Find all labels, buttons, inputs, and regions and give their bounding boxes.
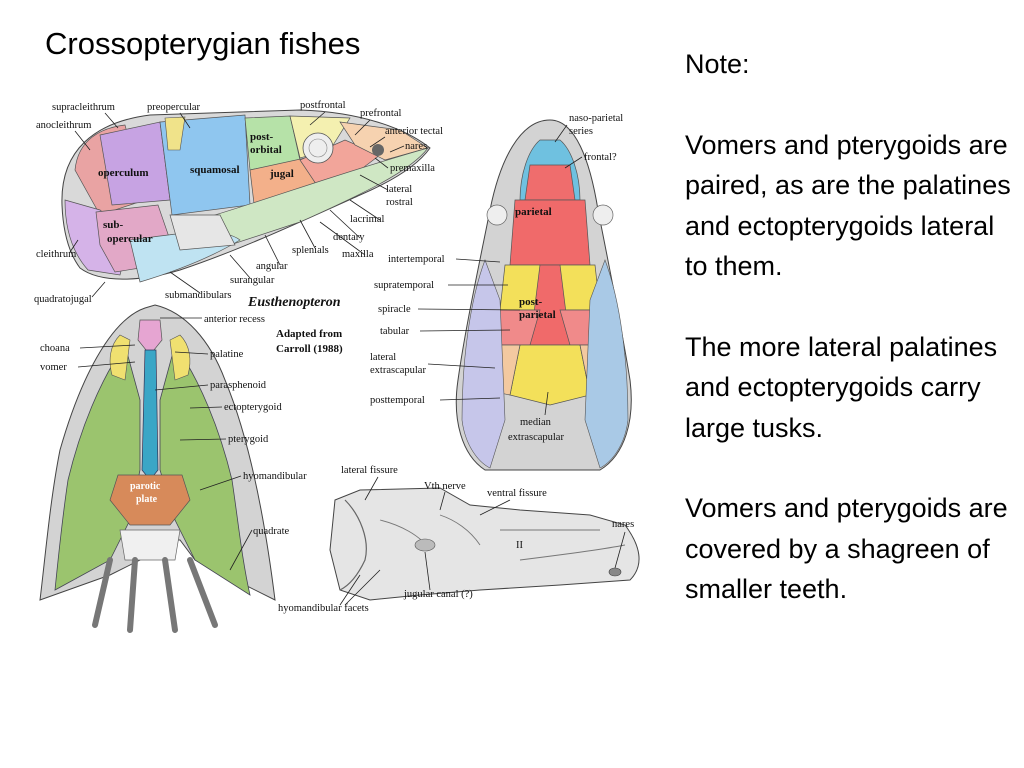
label-supratemporal: supratemporal <box>374 280 434 291</box>
label-parotic-2: plate <box>136 494 158 505</box>
label-quadratojugal: quadratojugal <box>34 294 92 305</box>
braincase-labels: lateral fissure Vth nerve ventral fissur… <box>278 465 634 614</box>
label-postorbital-2: orbital <box>250 144 282 156</box>
label-prefrontal: prefrontal <box>360 108 401 119</box>
label-hyomandibular-facets: hyomandibular facets <box>278 603 369 614</box>
label-operculum: operculum <box>98 167 149 179</box>
label-lateral-extrascapular-1: lateral <box>370 352 396 363</box>
label-naso-parietal-1: naso-parietal <box>569 113 623 124</box>
label-jugal: jugal <box>269 168 294 180</box>
label-postorbital-1: post- <box>250 131 274 143</box>
label-surangular: surangular <box>230 275 275 286</box>
dorsal-labels: naso-parietal series frontal? intertempo… <box>370 113 623 443</box>
label-postparietal-1: post- <box>519 296 543 308</box>
label-choana: choana <box>40 343 70 354</box>
label-preopercular: preopercular <box>147 102 201 113</box>
lateral-labels: supracleithrum anocleithrum preopercular… <box>34 100 443 355</box>
label-lateral-extrascapular-2: extrascapular <box>370 365 426 376</box>
slide-title: Crossopterygian fishes <box>45 26 361 61</box>
label-pterygoid: pterygoid <box>228 434 269 445</box>
label-posttemporal: posttemporal <box>370 395 425 406</box>
label-intertemporal: intertemporal <box>388 254 445 265</box>
label-angular: angular <box>256 261 288 272</box>
label-roman-two: II <box>516 540 523 551</box>
label-premaxilla: premaxilla <box>390 163 435 174</box>
label-vomer: vomer <box>40 362 67 373</box>
note-paragraph-3: Vomers and pterygoids are covered by a s… <box>685 493 1008 604</box>
note-paragraph-1: Vomers and pterygoids are paired, as are… <box>685 129 1011 282</box>
label-supracleithrum: supracleithrum <box>52 102 115 113</box>
label-anterior-tectal: anterior tectal <box>385 126 443 137</box>
label-lacrimal: lacrimal <box>350 214 384 225</box>
label-frontal: frontal? <box>584 152 617 163</box>
label-parasphenoid: parasphenoid <box>210 380 267 391</box>
label-lateral-rostral-1: lateral <box>386 184 412 195</box>
note-paragraph-2: The more lateral palatines and ectoptery… <box>685 331 998 443</box>
label-credit-2: Carroll (1988) <box>276 343 343 355</box>
label-naso-parietal-2: series <box>569 126 593 137</box>
label-species: Eusthenopteron <box>247 295 341 310</box>
lateral-skull-view <box>61 109 431 283</box>
label-subopercular-2: opercular <box>107 233 153 245</box>
label-median-extrascapular-1: median <box>520 417 552 428</box>
label-tabular: tabular <box>380 326 410 337</box>
label-jugular-canal: jugular canal (?) <box>403 589 473 600</box>
label-anocleithrum: anocleithrum <box>36 120 91 131</box>
label-nares: nares <box>405 141 427 152</box>
note-heading: Note: <box>685 49 750 79</box>
label-postparietal-2: parietal <box>519 309 556 321</box>
label-squamosal: squamosal <box>190 164 240 176</box>
label-spiracle: spiracle <box>378 304 411 315</box>
label-subopercular-1: sub- <box>103 219 124 231</box>
label-ectopterygoid: ectopterygoid <box>224 402 282 413</box>
label-splenials: splenials <box>292 245 329 256</box>
label-quadrate: quadrate <box>253 526 289 537</box>
label-submandibulars: submandibulars <box>165 290 232 301</box>
label-anterior-recess: anterior recess <box>204 314 265 325</box>
label-palatine: palatine <box>210 349 244 360</box>
label-vth-nerve: Vth nerve <box>424 481 466 492</box>
label-parietal: parietal <box>515 206 552 218</box>
palatal-labels: anterior recess choana vomer palatine pa… <box>40 314 307 571</box>
label-maxilla: maxilla <box>342 249 374 260</box>
label-median-extrascapular-2: extrascapular <box>508 432 564 443</box>
label-lateral-fissure: lateral fissure <box>341 465 398 476</box>
palatal-view: parotic plate <box>39 304 276 633</box>
dorsal-view: parietal post- parietal <box>455 119 632 471</box>
label-parotic-1: parotic <box>130 481 161 492</box>
label-hyomandibular: hyomandibular <box>243 471 307 482</box>
label-dentary: dentary <box>333 232 365 243</box>
label-ventral-fissure: ventral fissure <box>487 488 547 499</box>
label-postfrontal: postfrontal <box>300 100 346 111</box>
label-cleithrum: cleithrum <box>36 249 76 260</box>
label-lateral-rostral-2: rostral <box>386 197 413 208</box>
label-credit-1: Adapted from <box>276 328 342 340</box>
label-braincase-nares: nares <box>612 519 634 530</box>
notes-panel: Note: Vomers and pterygoids are paired, … <box>685 44 1015 650</box>
braincase-view: II <box>329 487 640 601</box>
